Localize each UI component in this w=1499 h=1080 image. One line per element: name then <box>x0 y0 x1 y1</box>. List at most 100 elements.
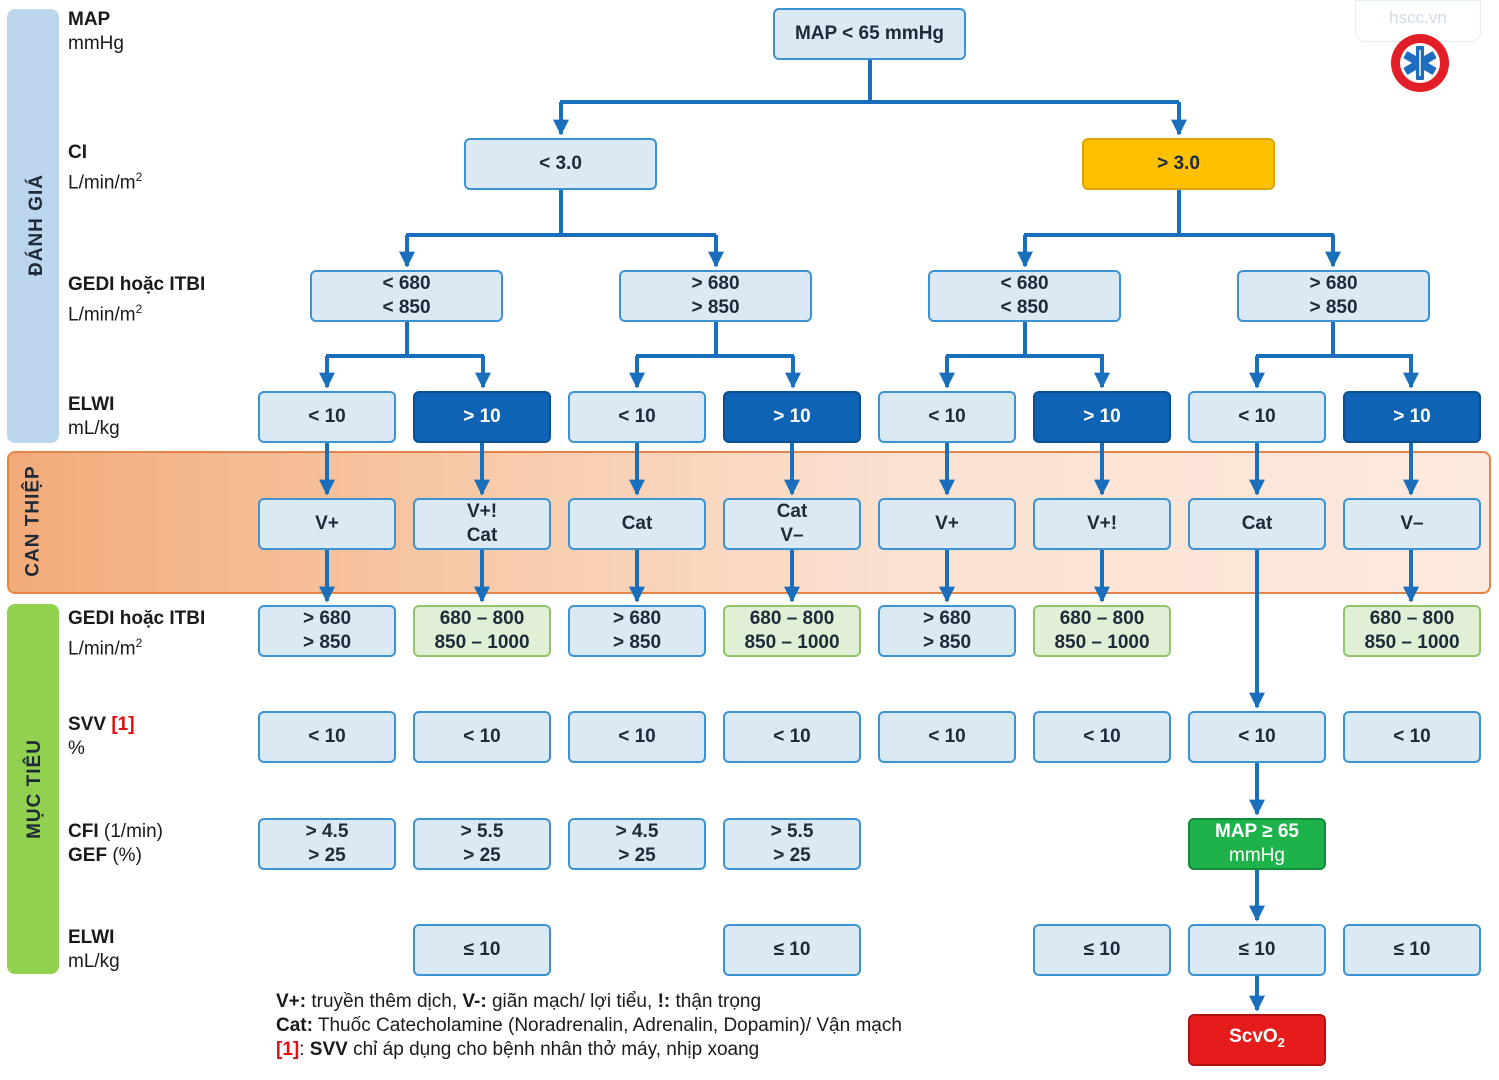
node-gedi-target-6-line1: 680 – 800 <box>1059 608 1145 629</box>
node-svv-4-text: < 10 <box>773 726 811 747</box>
ci-label: CI <box>68 142 87 163</box>
legend: V+: truyền thêm dịch, V-: giãn mạch/ lợi… <box>276 990 902 1062</box>
ci-unit: L/min/m <box>68 172 136 194</box>
elwi-target-label: ELWI <box>68 927 115 948</box>
node-svv-7: < 10 <box>1188 711 1326 763</box>
node-cfi-gef-4: > 5.5> 25 <box>723 818 861 870</box>
row-label-gedi-target: GEDI hoặc ITBI L/min/m2 <box>68 607 205 661</box>
legend-1-segment: V-: <box>462 991 487 1012</box>
node-svv-3: < 10 <box>568 711 706 763</box>
ci-unit-sup: 2 <box>135 170 143 184</box>
map-label: MAP <box>68 9 111 30</box>
legend-3-segment: SVV <box>309 1039 348 1060</box>
legend-1-segment: V+: <box>276 991 307 1012</box>
node-gedi-target-3-line2: > 850 <box>612 632 662 653</box>
node-cfi-gef-1-line1: > 4.5 <box>305 821 349 842</box>
node-cfi-gef-1: > 4.5> 25 <box>258 818 396 870</box>
node-intervention-3: Cat <box>568 498 706 550</box>
legend-line-3: [1]: SVV chỉ áp dụng cho bệnh nhân thở m… <box>276 1038 902 1062</box>
node-elwi-2-text: > 10 <box>463 406 501 427</box>
node-gedi-target-1-line1: > 680 <box>302 608 352 629</box>
node-gedi-3-line2: < 850 <box>1000 297 1049 318</box>
node-elwi-target-7: ≤ 10 <box>1188 924 1326 976</box>
node-elwi-2: > 10 <box>413 391 551 443</box>
legend-3-segment: [1] <box>276 1039 300 1060</box>
row-label-ci: CI L/min/m2 <box>68 141 142 195</box>
node-svv-8: < 10 <box>1343 711 1481 763</box>
node-gedi-2-line2: > 850 <box>691 297 740 318</box>
node-gedi-1-line1: < 680 <box>382 273 431 294</box>
node-elwi-4-text: > 10 <box>773 406 811 427</box>
node-gedi-target-8-line1: 680 – 800 <box>1369 608 1455 629</box>
node-intervention-2-line1: V+! <box>466 501 498 522</box>
gef-unit: (%) <box>112 845 142 866</box>
node-gedi-target-3-line1: > 680 <box>612 608 662 629</box>
node-elwi-8: > 10 <box>1343 391 1481 443</box>
legend-3-segment: chỉ áp dụng cho bệnh nhân thở máy, nhịp … <box>347 1039 760 1060</box>
node-intervention-2: V+!Cat <box>413 498 551 550</box>
gedi-target-unit-sup: 2 <box>135 636 143 650</box>
node-intervention-6: V+! <box>1033 498 1171 550</box>
node-elwi-target-6-text: ≤ 10 <box>1083 939 1121 960</box>
legend-2-segment: Cat: <box>276 1015 313 1036</box>
node-gedi-target-1: > 680> 850 <box>258 605 396 657</box>
node-elwi-target-2: ≤ 10 <box>413 924 551 976</box>
svv-ref: [1] <box>111 714 135 735</box>
node-svv-8-text: < 10 <box>1393 726 1431 747</box>
node-gedi-2-line1: > 680 <box>691 273 740 294</box>
node-intervention-6-line1: V+! <box>1086 513 1118 534</box>
row-label-svv: SVV [1] % <box>68 713 135 761</box>
node-gedi-target-5-line2: > 850 <box>922 632 972 653</box>
node-gedi-target-2-line2: 850 – 1000 <box>434 632 530 653</box>
node-elwi-5-text: < 10 <box>928 406 966 427</box>
row-label-cfi-gef: CFI (1/min) GEF (%) <box>68 820 163 868</box>
node-svv-6: < 10 <box>1033 711 1171 763</box>
gef-label: GEF <box>68 845 108 866</box>
node-svv-1-text: < 10 <box>308 726 346 747</box>
legend-2-segment: Thuốc Catecholamine (Noradrenalin, Adren… <box>312 1015 902 1036</box>
node-cfi-gef-4-line2: > 25 <box>773 845 811 866</box>
node-gedi-target-2-line1: 680 – 800 <box>439 608 525 629</box>
node-intervention-8-line1: V– <box>1400 513 1424 534</box>
node-cfi-gef-3: > 4.5> 25 <box>568 818 706 870</box>
node-intervention-7-line1: Cat <box>1241 513 1273 534</box>
node-elwi-target-7-text: ≤ 10 <box>1238 939 1276 960</box>
node-gedi-target-8-line2: 850 – 1000 <box>1364 632 1460 653</box>
node-ci-high-text: > 3.0 <box>1157 153 1200 174</box>
node-map-target-line1: MAP ≥ 65 <box>1215 821 1299 842</box>
row-label-map: MAP mmHg <box>68 8 124 56</box>
node-intervention-1: V+ <box>258 498 396 550</box>
node-elwi-3: < 10 <box>568 391 706 443</box>
svv-label: SVV <box>68 714 107 735</box>
node-map-root-text: MAP < 65 mmHg <box>794 23 945 44</box>
cfi-label: CFI <box>68 821 99 842</box>
node-scvo2: ScvO2 <box>1188 1014 1326 1066</box>
node-cfi-gef-3-line1: > 4.5 <box>615 821 659 842</box>
row-label-elwi-target: ELWI mL/kg <box>68 926 120 974</box>
node-elwi-7: < 10 <box>1188 391 1326 443</box>
elwi-label: ELWI <box>68 394 115 415</box>
node-scvo2-text: ScvO2 <box>1229 1025 1285 1055</box>
gedi-label: GEDI hoặc ITBI <box>68 274 206 295</box>
node-gedi-3: < 680 < 850 <box>928 270 1121 322</box>
legend-line-2: Cat: Thuốc Catecholamine (Noradrenalin, … <box>276 1014 902 1038</box>
gedi-unit: L/min/m <box>68 304 136 326</box>
legend-3-segment: : <box>299 1039 310 1060</box>
node-elwi-target-2-text: ≤ 10 <box>463 939 501 960</box>
node-elwi-target-4-text: ≤ 10 <box>773 939 811 960</box>
node-cfi-gef-2: > 5.5> 25 <box>413 818 551 870</box>
node-elwi-target-8: ≤ 10 <box>1343 924 1481 976</box>
node-ci-high: > 3.0 <box>1082 138 1275 190</box>
node-elwi-target-6: ≤ 10 <box>1033 924 1171 976</box>
node-gedi-1: < 680 < 850 <box>310 270 503 322</box>
node-svv-5: < 10 <box>878 711 1016 763</box>
legend-1-segment: !: <box>657 991 671 1012</box>
node-cfi-gef-2-line1: > 5.5 <box>460 821 504 842</box>
node-gedi-target-2: 680 – 800 850 – 1000 <box>413 605 551 657</box>
node-gedi-target-5-line1: > 680 <box>922 608 972 629</box>
row-label-elwi: ELWI mL/kg <box>68 393 120 441</box>
